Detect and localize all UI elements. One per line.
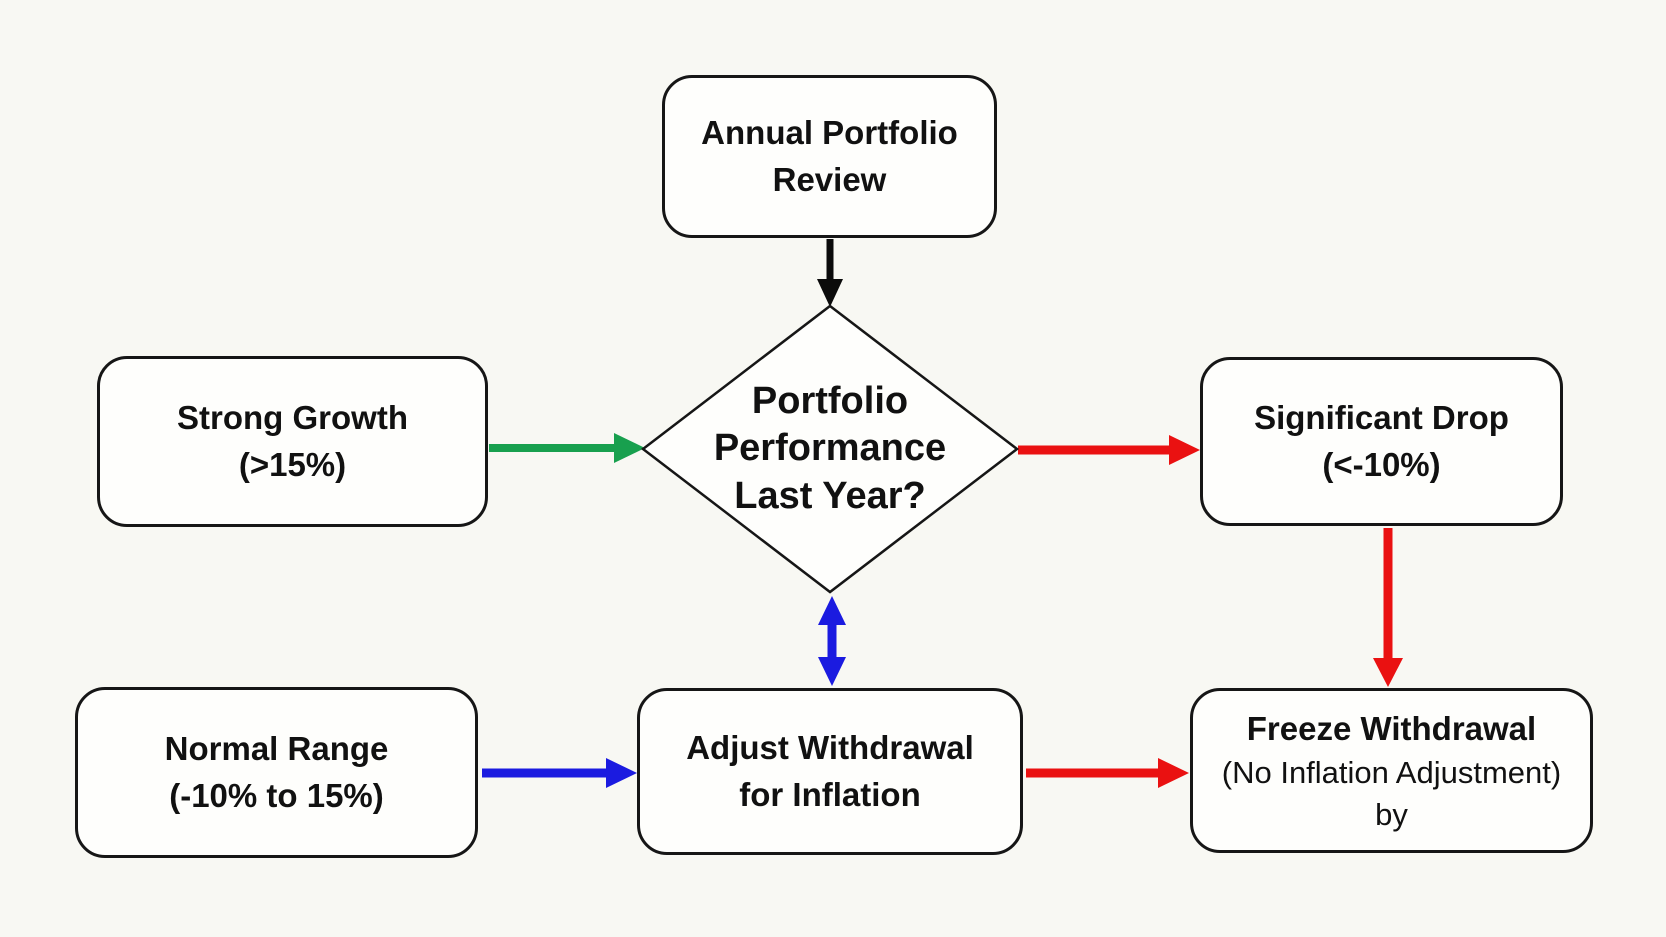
node-normal-range: Normal Range (-10% to 15%) — [75, 687, 478, 858]
node-significant-drop-line2: (<-10%) — [1322, 445, 1441, 483]
node-normal-range-line1: Normal Range — [164, 730, 389, 768]
arrow-drop-to-freeze-head — [1373, 658, 1403, 687]
node-adjust-withdrawal-line2: for Inflation — [739, 775, 921, 813]
decision-label-line3: Last Year? — [734, 474, 926, 517]
decision-label-line1: Portfolio — [751, 379, 909, 422]
node-adjust-withdrawal-line1: Adjust Withdrawal — [686, 729, 974, 767]
arrow-decision-to-significant-drop — [1018, 435, 1200, 465]
decision-diamond-shape — [640, 304, 1020, 594]
decision-label-line2: Performance — [713, 427, 947, 470]
node-freeze-withdrawal-line2: (No Inflation Adjustment) — [1221, 754, 1562, 790]
arrow-significant-drop-head — [1169, 435, 1200, 465]
node-significant-drop: Significant Drop (<-10%) — [1200, 357, 1563, 526]
arrow-strong-growth-head — [614, 433, 645, 463]
node-strong-growth: Strong Growth (>15%) — [97, 356, 488, 527]
node-freeze-withdrawal: Freeze Withdrawal (No Inflation Adjustme… — [1190, 688, 1593, 853]
node-freeze-withdrawal-line1: Freeze Withdrawal — [1246, 709, 1537, 747]
node-decision-portfolio-performance: Portfolio Performance Last Year? — [672, 372, 988, 526]
node-adjust-withdrawal: Adjust Withdrawal for Inflation — [637, 688, 1023, 855]
arrow-adjust-to-freeze — [1026, 758, 1189, 788]
arrow-decision-adjust-double — [818, 596, 846, 686]
arrow-normal-range-to-adjust — [482, 758, 637, 788]
node-normal-range-line2: (-10% to 15%) — [169, 776, 384, 814]
node-annual-portfolio-review: Annual Portfolio Review — [662, 75, 997, 238]
arrow-annual-to-decision — [817, 239, 843, 307]
node-annual-review-line2: Review — [772, 160, 887, 198]
arrow-adjust-to-freeze-head — [1158, 758, 1189, 788]
node-strong-growth-line1: Strong Growth — [177, 399, 408, 437]
arrow-decision-adjust-head-down — [818, 657, 846, 686]
arrow-annual-to-decision-head — [817, 279, 843, 307]
arrow-normal-range-head — [606, 758, 637, 788]
node-annual-review-line1: Annual Portfolio — [701, 114, 958, 152]
arrow-decision-adjust-head-up — [818, 596, 846, 625]
arrow-significant-drop-to-freeze — [1373, 528, 1403, 687]
node-strong-growth-line2: (>15%) — [238, 445, 347, 483]
node-freeze-withdrawal-line3: by — [1375, 796, 1408, 832]
arrow-strong-growth-to-decision — [489, 433, 645, 463]
node-significant-drop-line1: Significant Drop — [1254, 399, 1509, 437]
